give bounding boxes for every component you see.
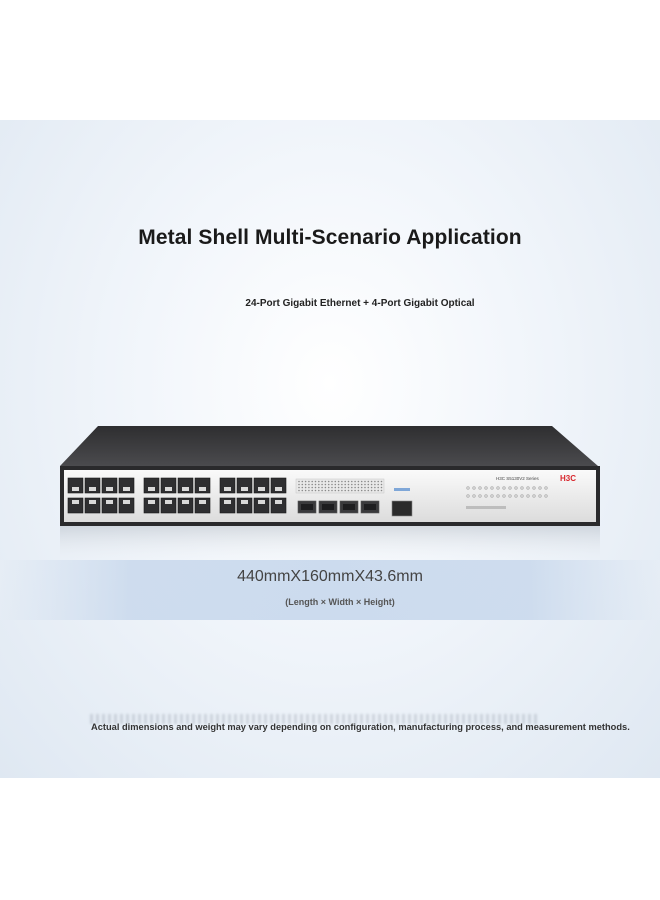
dimensions-legend: (Length × Width × Height): [285, 597, 395, 607]
status-led-panel: [466, 486, 548, 509]
network-switch-image: H3C S5130V2 Series H3C: [60, 426, 600, 566]
rj45-port: [160, 497, 177, 514]
rj45-port: [67, 477, 84, 494]
rj45-port: [270, 477, 287, 494]
rj45-port: [236, 477, 253, 494]
rj45-port: [101, 497, 118, 514]
rj45-port: [67, 497, 84, 514]
rj45-port: [253, 497, 270, 514]
rj45-port: [118, 477, 135, 494]
rj45-port: [84, 477, 101, 494]
rj45-port: [219, 497, 236, 514]
rj45-port: [236, 497, 253, 514]
model-label: H3C S5130V2 Series: [496, 476, 540, 481]
led-grill: [295, 478, 385, 494]
rj45-port: [177, 477, 194, 494]
port-configuration-subtitle: 24-Port Gigabit Ethernet + 4-Port Gigabi…: [245, 298, 475, 309]
rj45-port: [253, 477, 270, 494]
rj45-port: [194, 497, 211, 514]
brand-logo: H3C: [560, 474, 576, 483]
rj45-port-block: [67, 477, 287, 514]
switch-top-cover: [60, 426, 598, 466]
rj45-port: [84, 497, 101, 514]
rj45-port: [194, 477, 211, 494]
rj45-port: [160, 477, 177, 494]
disclaimer-text: Actual dimensions and weight may vary de…: [91, 722, 630, 732]
rj45-port: [143, 477, 160, 494]
rj45-port: [118, 497, 135, 514]
rj45-port: [270, 497, 287, 514]
dimensions-value: 440mmX160mmX43.6mm: [237, 568, 423, 585]
banner-headline: Metal Shell Multi-Scenario Application: [138, 226, 522, 249]
rj45-port: [143, 497, 160, 514]
dimensions-band: [0, 560, 660, 620]
rj45-port: [177, 497, 194, 514]
sfp-port-block: [297, 500, 380, 514]
rj45-port: [219, 477, 236, 494]
console-port: [391, 500, 413, 517]
product-banner: Metal Shell Multi-Scenario Application 2…: [0, 120, 660, 778]
rj45-port: [101, 477, 118, 494]
blurred-caption: [90, 714, 540, 724]
